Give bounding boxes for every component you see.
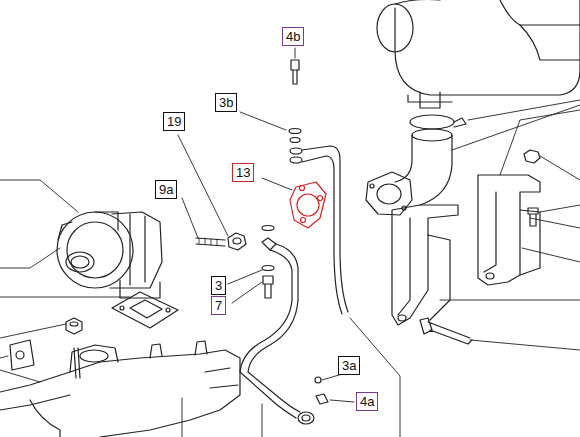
oil-feed-pipe <box>290 146 348 314</box>
callout-number: 3 <box>211 276 226 295</box>
washer <box>315 377 321 383</box>
pipe-clamp <box>410 115 466 129</box>
oil-return-pipe <box>240 238 314 424</box>
flange-gasket <box>290 182 326 228</box>
muffler <box>377 0 580 108</box>
exhaust-manifold <box>0 340 240 437</box>
callout-number: 4a <box>356 392 378 411</box>
callout-number: 19 <box>163 112 185 131</box>
nut <box>233 238 241 244</box>
callout-number: 9a <box>155 180 177 199</box>
nut-and-bolt <box>420 150 540 344</box>
turbocharger <box>57 212 162 298</box>
plug <box>316 394 328 404</box>
nut <box>66 318 82 334</box>
callout-number: 13 <box>232 163 254 182</box>
stud-thread <box>199 238 217 245</box>
callout-number: 4b <box>282 27 304 46</box>
stud <box>196 238 225 246</box>
exhaust-elbow <box>366 129 452 215</box>
banjo-bolt <box>289 60 301 143</box>
leader-line <box>0 48 580 437</box>
callout-number: 3b <box>215 93 237 112</box>
stud <box>74 348 80 378</box>
callout-number: 3a <box>338 356 360 375</box>
callout-number: 7 <box>211 296 226 315</box>
washer-and-bolt <box>262 226 274 299</box>
nut <box>228 233 246 250</box>
support-bracket <box>392 175 540 325</box>
